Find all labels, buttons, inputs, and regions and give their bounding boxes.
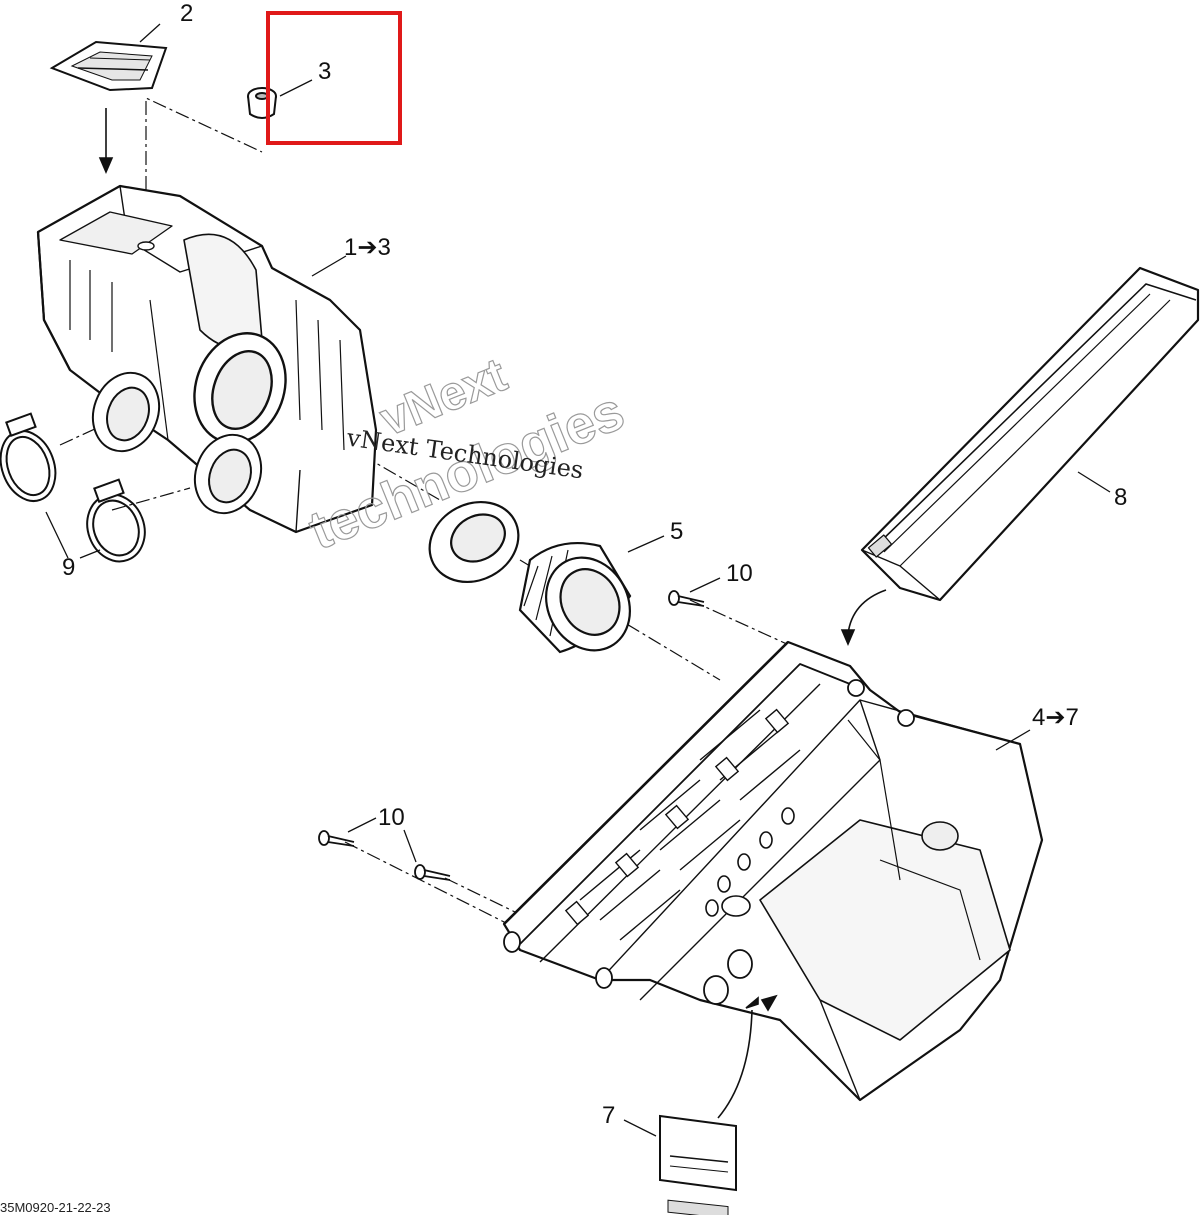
arrow-label-to-body — [717, 994, 778, 1119]
leader-5 — [627, 535, 665, 553]
highlight-box-part-3 — [266, 11, 402, 145]
leader-8 — [1077, 471, 1111, 493]
leader-4to7 — [995, 729, 1031, 751]
leader-10-lower — [347, 817, 417, 863]
leader-7 — [623, 1119, 657, 1137]
drawing-code: 35M0920-21-22-23 — [0, 1200, 111, 1215]
arrow-label-to-housing — [98, 108, 114, 175]
label-plate-part-7 — [659, 1114, 737, 1215]
leader-10-upper — [689, 577, 721, 593]
callout-4to7: 4➔7 — [1032, 704, 1079, 731]
housing-outlet-ring-lower — [91, 371, 263, 515]
plenum-bosses — [503, 679, 915, 1005]
callout-9: 9 — [62, 554, 76, 581]
bellows-adapter-part-5 — [518, 542, 632, 654]
callout-1to3: 1➔3 — [344, 234, 391, 261]
callout-3: 3 — [318, 58, 332, 85]
leader-1to3 — [311, 255, 347, 277]
callout-2: 2 — [180, 0, 194, 27]
intake-seal-ring — [428, 500, 520, 584]
callout-7: 7 — [602, 1102, 616, 1129]
plenum-holes — [705, 807, 959, 917]
housing-outlet-ring-upper — [193, 332, 287, 444]
hose-clamp-part-9b — [86, 478, 146, 563]
screw-part-10-upper — [668, 590, 705, 607]
cover-strip-part-8 — [860, 266, 1200, 602]
callout-5: 5 — [670, 518, 684, 545]
screw-part-10-lower — [318, 830, 451, 881]
plenum-ribs — [564, 708, 801, 941]
hose-clamp-part-9a — [0, 412, 57, 502]
callout-10-lower: 10 — [378, 804, 405, 831]
label-plate-part-2 — [49, 40, 168, 92]
leader-2 — [139, 23, 161, 43]
callout-10-upper: 10 — [726, 560, 753, 587]
arrow-strip-to-body — [840, 589, 887, 647]
plenum-body-part-4 — [502, 640, 1044, 1102]
leader-3 — [279, 79, 313, 97]
callout-8: 8 — [1114, 484, 1128, 511]
leader-9 — [45, 511, 101, 559]
